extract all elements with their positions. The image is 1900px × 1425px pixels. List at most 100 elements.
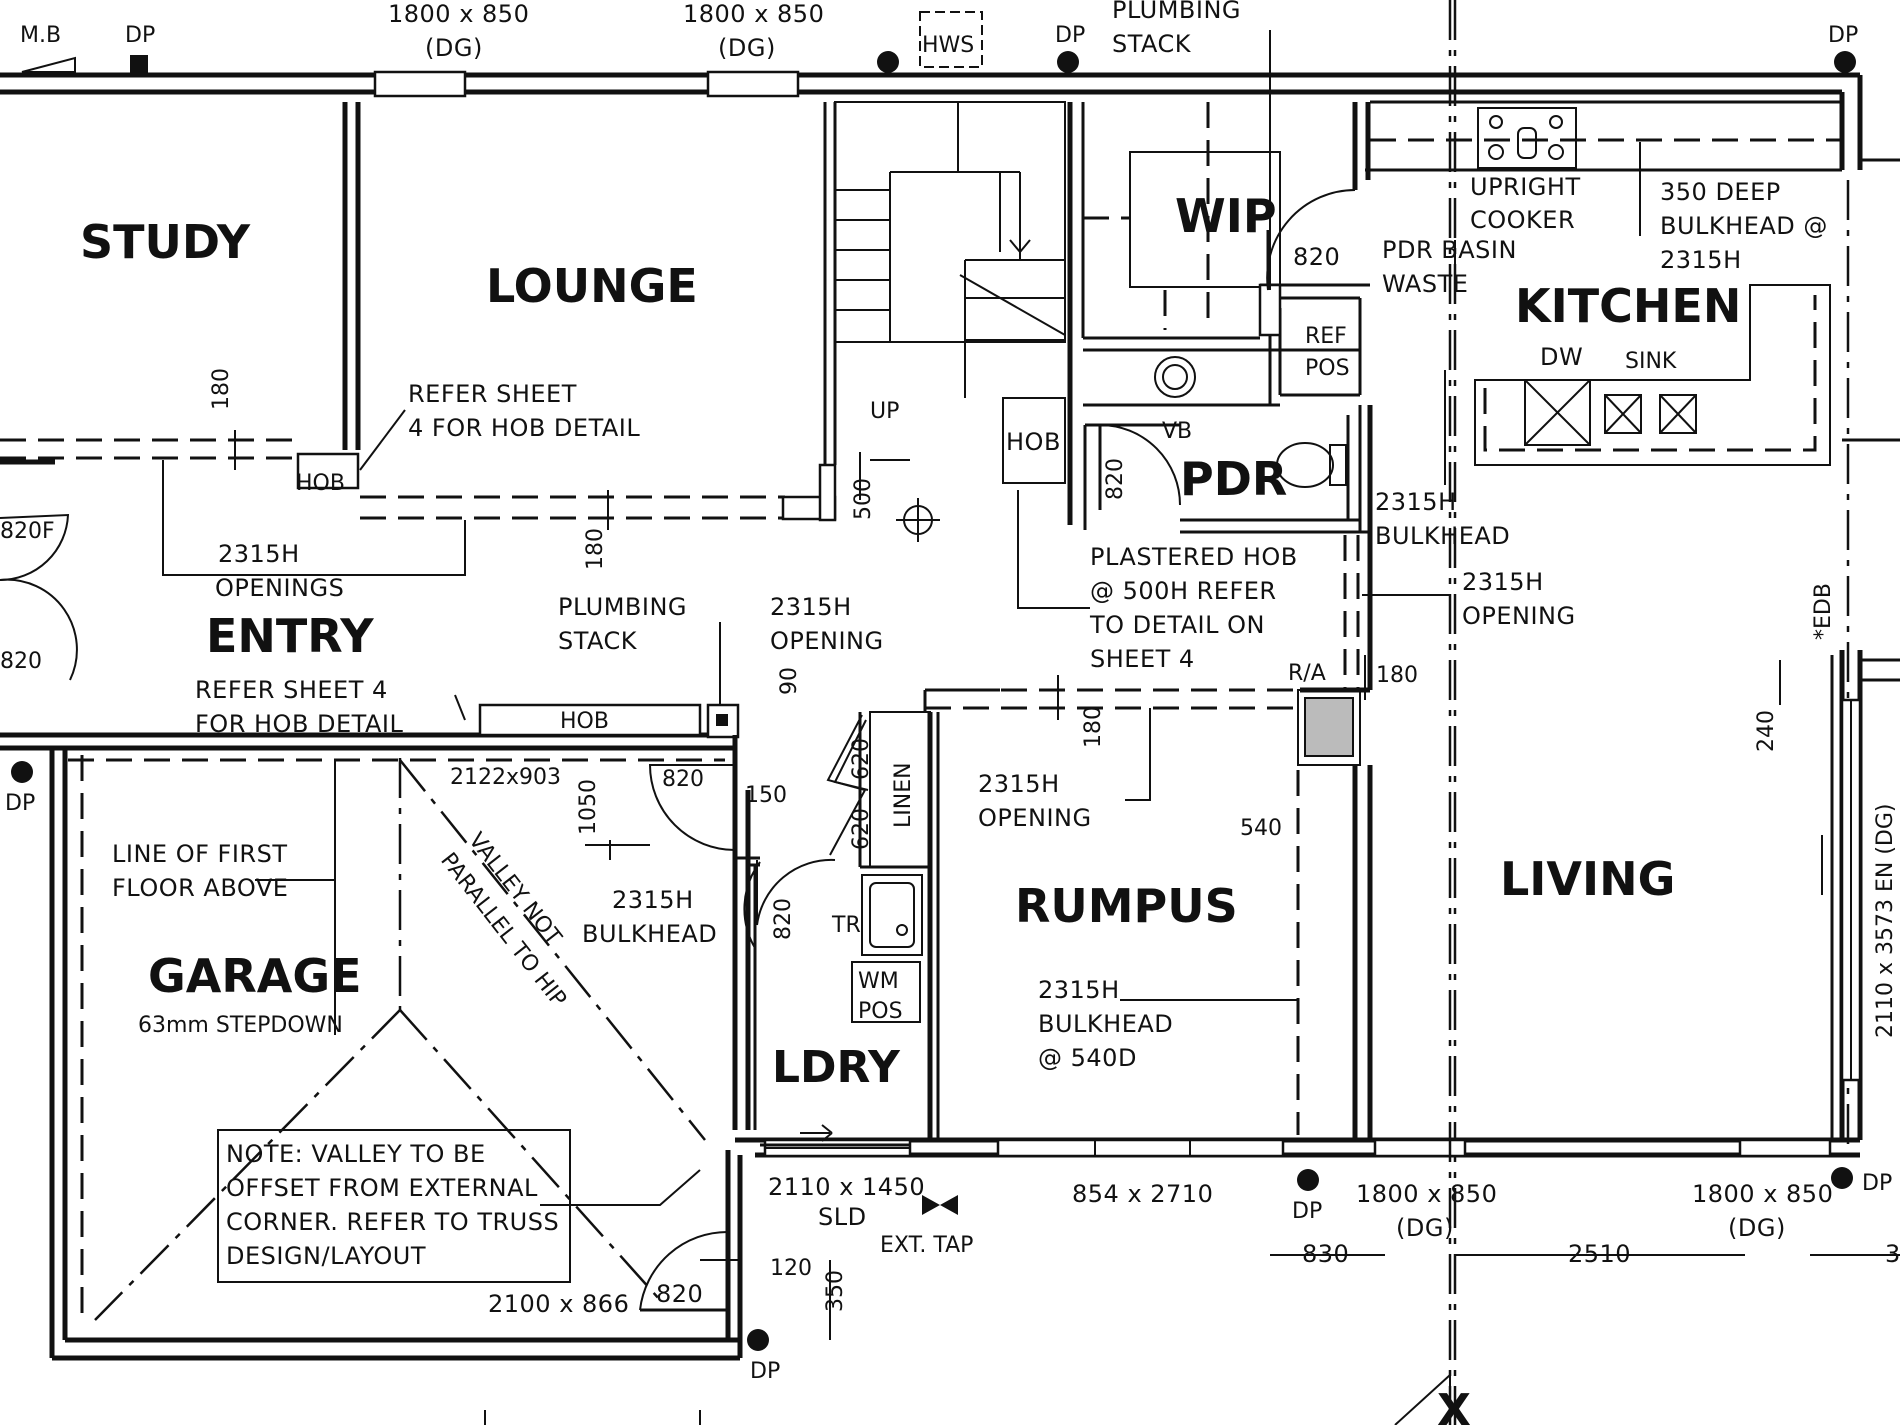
dim-150: 150 (745, 783, 787, 808)
label-dp-1: DP (125, 23, 155, 48)
sld-type: SLD (818, 1203, 867, 1231)
label-hob-entry: HOB (560, 709, 609, 734)
label-hob-stair: HOB (1006, 428, 1061, 456)
dim-180-c: 180 (1081, 706, 1106, 748)
label-mb: M.B (20, 23, 61, 48)
bulkhead-2315-k2: BULKHEAD (1375, 522, 1510, 550)
window-top-1-size: 1800 x 850 (388, 0, 529, 28)
label-edb: *EDB (1811, 583, 1836, 640)
room-garage: GARAGE (148, 949, 362, 1003)
plumbing-stack-top-1: PLUMBING (1112, 0, 1241, 24)
dim-180-a: 180 (209, 368, 234, 410)
dim-620b: 620 (849, 808, 874, 850)
bulkhead-2315-g1: 2315H (612, 886, 694, 914)
plastered-hob-1: PLASTERED HOB (1090, 543, 1298, 571)
dim-90: 90 (777, 667, 802, 695)
wm-pos-1: WM (858, 969, 899, 994)
bulkhead-2315-g2: BULKHEAD (582, 920, 717, 948)
ref-pos-1: REF (1305, 324, 1347, 349)
truss-note-4: DESIGN/LAYOUT (226, 1242, 426, 1270)
opening-2315-k2: OPENING (1462, 602, 1576, 630)
window-top-1-type: (DG) (425, 34, 483, 62)
label-hob-lounge: HOB (296, 471, 345, 496)
refer-sheet-1: REFER SHEET (408, 380, 577, 408)
window-living-side: 2110 x 3573 EN (DG) (1873, 804, 1898, 1038)
window-top-2-size: 1800 x 850 (683, 0, 824, 28)
label-dp-6: DP (1862, 1171, 1892, 1196)
grid-label-x: X (1437, 1385, 1471, 1425)
bulkhead-2315-k1: 2315H (1375, 488, 1457, 516)
line-first-floor-2: FLOOR ABOVE (112, 874, 288, 902)
upright-cooker-2: COOKER (1470, 206, 1575, 234)
door-820f: 820F (0, 519, 55, 544)
window-top-2-type: (DG) (718, 34, 776, 62)
bulkhead-350-1: 350 DEEP (1660, 178, 1781, 206)
bulkhead-350-3: 2315H (1660, 246, 1742, 274)
dim-180-d: 180 (1376, 663, 1418, 688)
refer-sheet-4-1: REFER SHEET 4 (195, 676, 388, 704)
room-entry: ENTRY (206, 609, 374, 663)
opening-2315-m1: 2315H (770, 593, 852, 621)
refer-sheet-4-2: FOR HOB DETAIL (195, 710, 403, 738)
plastered-hob-3: TO DETAIL ON (1089, 611, 1265, 639)
label-up: UP (870, 399, 899, 424)
opening-2315-m2: OPENING (770, 627, 884, 655)
plastered-hob-4: SHEET 4 (1090, 645, 1195, 673)
dim-1050: 1050 (576, 779, 601, 835)
dim-540: 540 (1240, 816, 1282, 841)
bulkhead-540-2: BULKHEAD (1038, 1010, 1173, 1038)
label-dp-2: DP (1055, 23, 1085, 48)
label-tr: TR (831, 913, 861, 938)
garage-stepdown: 63mm STEPDOWN (138, 1013, 343, 1038)
dim-180-b: 180 (583, 528, 608, 570)
dim-3: 3 (1885, 1240, 1900, 1268)
dim-830: 830 (1302, 1240, 1349, 1268)
door-820-garage: 820 (656, 1280, 703, 1308)
room-kitchen: KITCHEN (1515, 279, 1741, 333)
pdr-basin-1: PDR BASIN (1382, 236, 1517, 264)
plastered-hob-2: @ 500H REFER (1090, 577, 1277, 605)
dim-2122: 2122x903 (450, 765, 561, 790)
label-dp-5: DP (1292, 1199, 1322, 1224)
door-820-ldry: 820 (771, 898, 796, 940)
door-820-ldry-top: 820 (662, 767, 704, 792)
bulkhead-540-1: 2315H (1038, 976, 1120, 1004)
room-living: LIVING (1500, 852, 1675, 906)
dim-620: 620 (849, 738, 874, 780)
plumbing-stack-mid-2: STACK (558, 627, 638, 655)
dim-350: 350 (823, 1270, 848, 1312)
line-first-floor-1: LINE OF FIRST (112, 840, 287, 868)
room-study: STUDY (80, 215, 251, 269)
room-pdr: PDR (1180, 452, 1287, 506)
label-dp-3: DP (1828, 23, 1858, 48)
ref-pos-2: POS (1305, 356, 1350, 381)
label-dp-4: DP (5, 791, 35, 816)
label-dw: DW (1540, 343, 1583, 371)
wm-pos-2: POS (858, 999, 903, 1024)
label-ext-tap: EXT. TAP (880, 1233, 973, 1258)
label-hws: HWS (922, 33, 974, 58)
dim-120: 120 (770, 1256, 812, 1281)
door-820-wip: 820 (1293, 243, 1340, 271)
truss-note-1: NOTE: VALLEY TO BE (226, 1140, 486, 1168)
truss-note-2: OFFSET FROM EXTERNAL (226, 1174, 538, 1202)
room-ldry: LDRY (772, 1042, 901, 1093)
pdr-basin-2: WASTE (1382, 270, 1468, 298)
plumbing-stack-top-2: STACK (1112, 30, 1192, 58)
label-sink: SINK (1625, 349, 1677, 374)
sld-size: 2110 x 1450 (768, 1173, 925, 1201)
label-vb: VB (1162, 419, 1192, 444)
upright-cooker-1: UPRIGHT (1470, 173, 1581, 201)
room-lounge: LOUNGE (486, 259, 698, 313)
bulkhead-350-2: BULKHEAD @ (1660, 212, 1828, 240)
window-bottom-2-size: 1800 x 850 (1692, 1180, 1833, 1208)
dim-500: 500 (851, 478, 876, 520)
refer-sheet-2: 4 FOR HOB DETAIL (408, 414, 640, 442)
room-wip: WIP (1175, 189, 1277, 243)
window-bottom-1-type: (DG) (1396, 1214, 1454, 1242)
bulkhead-540-3: @ 540D (1038, 1044, 1137, 1072)
openings-2315-1: 2315H (218, 540, 300, 568)
dim-2510: 2510 (1568, 1240, 1631, 1268)
